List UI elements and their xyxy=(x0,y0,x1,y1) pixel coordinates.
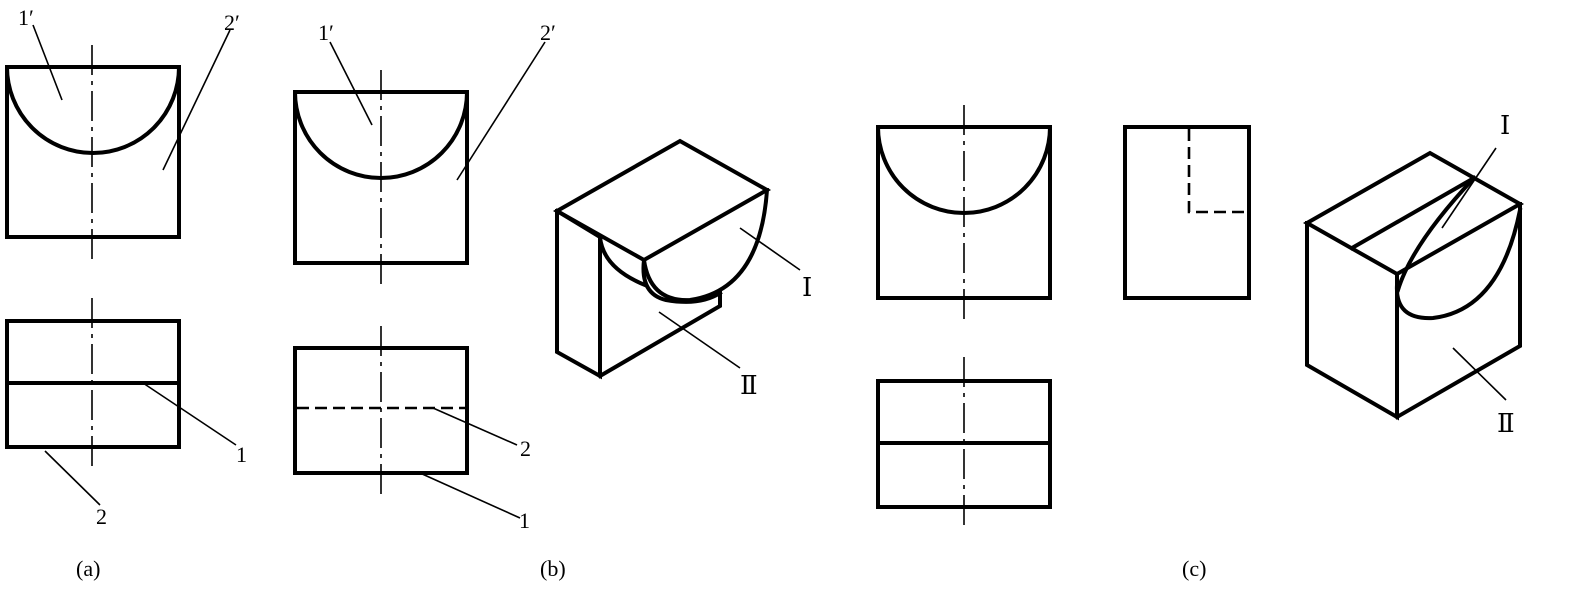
roman-1-c: Ⅰ xyxy=(1500,111,1510,140)
label-2-a: 2 xyxy=(96,504,107,529)
label-1-a: 1 xyxy=(236,442,247,467)
front-view-b xyxy=(292,70,470,287)
label-2-prime-b: 2′ xyxy=(540,20,556,45)
top-view-a xyxy=(5,298,181,468)
label-2-b: 2 xyxy=(520,436,531,461)
label-1-prime-b: 1′ xyxy=(318,20,334,45)
label-1-b: 1 xyxy=(519,508,530,533)
isometric-view-c: Ⅰ Ⅱ xyxy=(1302,111,1525,438)
front-view-a xyxy=(4,45,182,262)
label-1-prime-a: 1′ xyxy=(18,5,34,30)
top-view-c xyxy=(876,357,1052,530)
caption-b: (b) xyxy=(540,556,566,581)
isometric-view-b: Ⅰ Ⅱ xyxy=(552,138,812,400)
view-group-c: (c) Ⅰ Ⅱ xyxy=(875,105,1525,581)
top-view-b xyxy=(293,326,469,497)
roman-2-c: Ⅱ xyxy=(1497,409,1515,438)
caption-c: (c) xyxy=(1182,556,1206,581)
caption-a: (a) xyxy=(76,556,100,581)
view-group-b: 1′ 2′ 2 1 (b) Ⅰ Ⅱ xyxy=(292,20,812,581)
front-view-c xyxy=(875,105,1053,323)
roman-1-b: Ⅰ xyxy=(802,273,812,302)
roman-2-b: Ⅱ xyxy=(740,371,758,400)
view-group-a: 1′ 2′ 1 2 (a) xyxy=(4,5,247,581)
label-2-prime-a: 2′ xyxy=(224,10,240,35)
side-view-c xyxy=(1123,125,1251,300)
